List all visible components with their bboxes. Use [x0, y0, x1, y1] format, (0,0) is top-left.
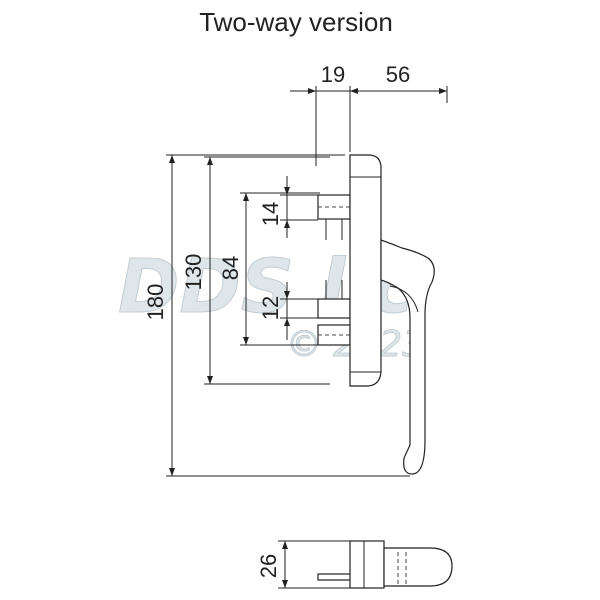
lower-pin-upper — [317, 298, 351, 319]
detail-rosette — [349, 540, 385, 589]
dim-84-label: 84 — [218, 256, 243, 280]
handle-side-view — [317, 154, 435, 475]
left-dimensions: 180 130 84 — [143, 154, 410, 477]
top-dimensions: 19 56 — [290, 62, 448, 166]
lever-arm — [380, 239, 435, 475]
dim-26-label: 26 — [256, 554, 281, 578]
detail-knob — [383, 547, 453, 587]
dim-130-label: 130 — [181, 254, 206, 291]
rosette — [349, 154, 382, 387]
dim-14-label: 14 — [258, 202, 283, 226]
dim-56-label: 56 — [386, 62, 410, 87]
drawing-title: Two-way version — [199, 7, 393, 37]
bottom-detail: 26 — [256, 540, 453, 589]
dim-19-label: 19 — [321, 62, 345, 87]
dim-12-label: 12 — [258, 296, 283, 320]
dim-180-label: 180 — [143, 284, 168, 321]
spindle — [317, 573, 353, 581]
pin-dimensions: 14 12 — [258, 176, 318, 340]
